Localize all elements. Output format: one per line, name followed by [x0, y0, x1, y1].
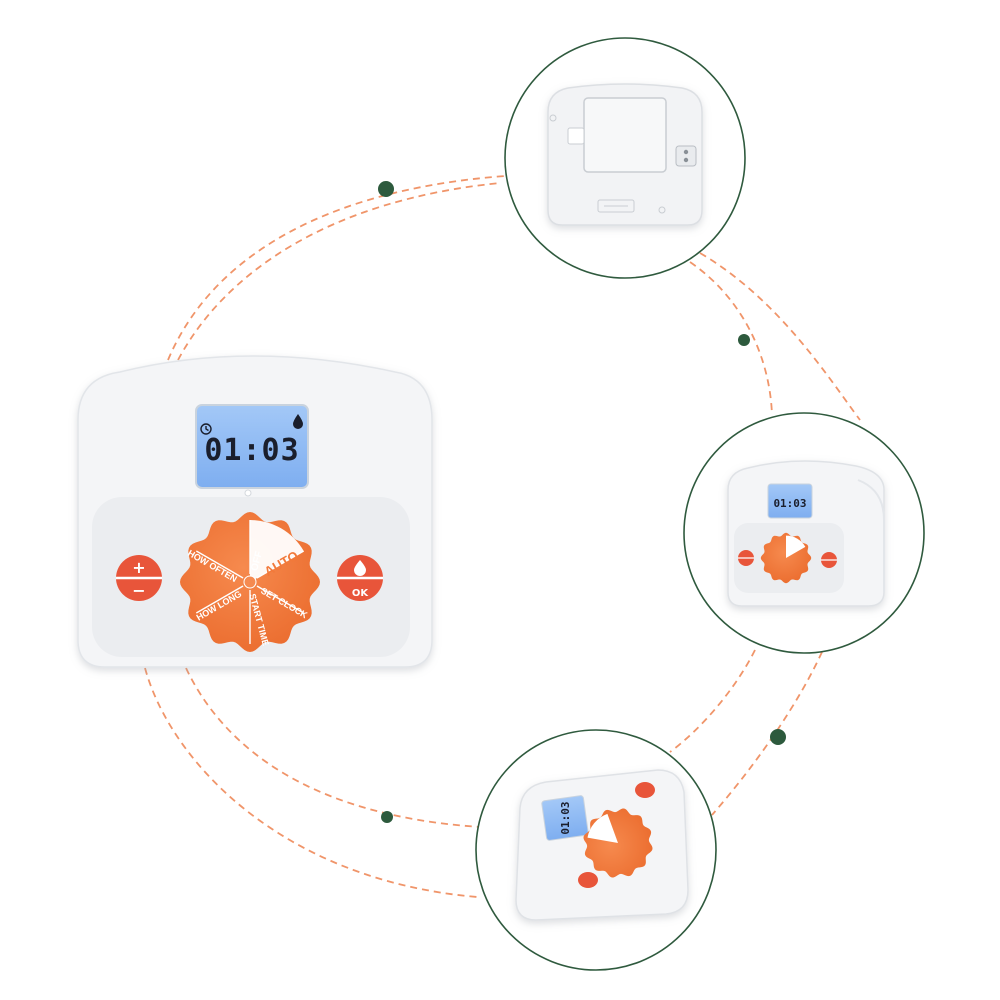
- angled-lcd-readout: 01:03: [559, 801, 572, 834]
- ok-label: OK: [352, 588, 370, 599]
- minus-label: −: [132, 581, 145, 600]
- dial-divider: [256, 585, 305, 614]
- manual-water-icon: [354, 560, 366, 576]
- dial-auto-segment: [250, 520, 304, 582]
- orbit-node: [770, 729, 786, 745]
- dial-label-off: OFF: [249, 550, 265, 572]
- orbit-node: [378, 181, 394, 197]
- water-drop-icon: [293, 414, 303, 429]
- small-lcd-readout: 01:03: [773, 497, 806, 510]
- orbit-arc-lower-right-inner: [669, 649, 756, 753]
- battery-cover: [583, 97, 667, 173]
- program-dial[interactable]: OFF AUTO SET CLOCK START TIME HOW LONG H…: [180, 512, 320, 652]
- orbit-arc-right-inner: [689, 261, 773, 416]
- plus-label: +: [132, 558, 145, 577]
- lcd-time-readout: 01:03: [204, 433, 299, 468]
- orbit-arc-right-outer: [699, 252, 861, 421]
- callout-angled-view: 01:03: [475, 729, 717, 971]
- orbit-nodes: [378, 181, 786, 823]
- dial-divider: [195, 550, 244, 579]
- dial-divider: [256, 550, 305, 579]
- indicator-dot: [244, 489, 252, 497]
- orbit-arc-lower-right-outer: [711, 651, 823, 816]
- orbit-arc-bottom-left-inner: [185, 667, 481, 828]
- orbit-arc-outer: [167, 175, 506, 361]
- dial-dividers: [195, 520, 305, 644]
- connector-slot: [675, 145, 697, 167]
- clock-icon: [200, 423, 212, 435]
- dashed-orbit-lines: [144, 175, 861, 898]
- orbit-node: [381, 811, 393, 823]
- orbit-arc-inner: [177, 182, 501, 361]
- callout-front-view: 01:03: [683, 412, 925, 654]
- orbit-node: [738, 334, 750, 346]
- orbit-arc-bottom-left-outer: [144, 667, 478, 898]
- lcd-display: 01:03: [195, 404, 309, 489]
- battery-latch: [567, 127, 585, 145]
- manual-ok-button[interactable]: OK: [337, 555, 383, 601]
- plus-minus-button[interactable]: + −: [116, 555, 162, 601]
- callout-back-view: [504, 37, 746, 279]
- dial-divider: [195, 585, 244, 614]
